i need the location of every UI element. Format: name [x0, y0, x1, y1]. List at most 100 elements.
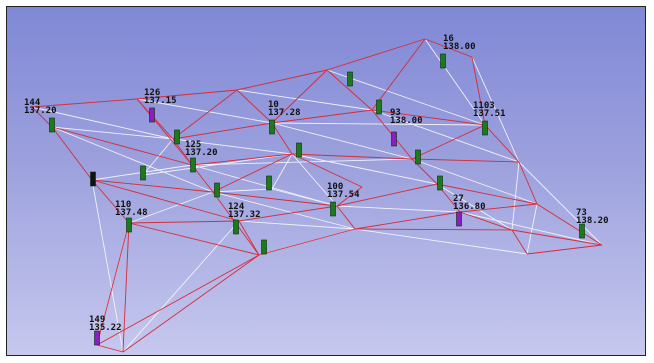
- mesh-edge: [238, 220, 260, 256]
- mesh-edge: [336, 205, 356, 230]
- mesh-edge: [511, 229, 603, 246]
- mesh-edge: [91, 179, 240, 222]
- mesh-edge: [236, 69, 328, 91]
- mesh-stake[interactable]: [140, 165, 146, 181]
- mesh-edge: [291, 153, 363, 188]
- mesh-stake[interactable]: [174, 129, 180, 145]
- mesh-edge-light: [128, 191, 214, 224]
- mesh-edge-light: [471, 56, 520, 163]
- mesh-stake[interactable]: [347, 71, 353, 87]
- mesh-edge: [172, 89, 238, 140]
- mesh-edge: [172, 122, 273, 140]
- mesh-edge-light: [271, 122, 486, 126]
- mesh-edge: [238, 205, 338, 222]
- mesh-edge-light: [291, 153, 338, 207]
- survey-point-110[interactable]: [126, 217, 132, 233]
- survey-point-144[interactable]: [49, 117, 55, 133]
- mesh-edge: [371, 38, 426, 111]
- point-id-label: 124: [228, 202, 245, 212]
- point-elevation-label: 137.28: [268, 108, 301, 118]
- survey-point-16[interactable]: [440, 53, 446, 69]
- survey-point-126[interactable]: [149, 107, 155, 123]
- survey-point-27[interactable]: [456, 211, 462, 227]
- mesh-stake[interactable]: [415, 149, 421, 165]
- mesh-stake[interactable]: [266, 175, 272, 191]
- point-elevation-label: 137.20: [24, 106, 57, 116]
- mesh-edge: [411, 124, 486, 160]
- survey-point-100[interactable]: [330, 201, 336, 217]
- point-elevation-label: 135.22: [89, 323, 122, 333]
- point-id-label: 110: [115, 200, 131, 210]
- survey-point-124[interactable]: [233, 219, 239, 235]
- point-id-label: 16: [443, 34, 454, 44]
- mesh-edge: [424, 38, 473, 58]
- mesh-edge: [336, 186, 363, 207]
- mesh-edge: [271, 109, 373, 124]
- survey-point-73[interactable]: [579, 223, 585, 239]
- mesh-edge-light: [212, 188, 273, 193]
- survey-point-1103[interactable]: [482, 120, 488, 136]
- mesh-edge-light: [459, 211, 603, 246]
- point-id-label: 27: [453, 194, 464, 204]
- mesh-edge: [212, 153, 293, 193]
- survey-point-10[interactable]: [269, 119, 275, 135]
- mesh-edge-light: [191, 158, 413, 166]
- point-elevation-label: 138.20: [576, 216, 609, 226]
- mesh-edge-light: [354, 228, 528, 255]
- mesh-edge: [484, 124, 520, 163]
- mesh-edge-light: [31, 106, 174, 140]
- mesh-edge-light: [142, 153, 293, 176]
- mesh-stake[interactable]: [437, 175, 443, 191]
- mesh-edge: [136, 89, 238, 100]
- mesh-edge: [354, 228, 513, 231]
- point-id-label: 93: [390, 108, 401, 118]
- mesh-stake[interactable]: [296, 142, 302, 158]
- mesh-edge: [336, 183, 438, 207]
- point-elevation-label: 136.80: [453, 202, 486, 212]
- mesh-edge-light: [411, 158, 538, 205]
- point-elevation-label: 137.20: [185, 148, 218, 158]
- mesh-edge: [354, 211, 461, 230]
- mesh-edge: [258, 228, 356, 256]
- survey-point-125[interactable]: [190, 157, 196, 173]
- point-elevation-label: 138.00: [390, 116, 423, 126]
- point-elevation-label: 137.15: [144, 96, 177, 106]
- mesh-edge: [96, 344, 124, 353]
- mesh-edge-light: [518, 161, 603, 246]
- mesh-edge: [271, 69, 328, 124]
- mesh-edge: [96, 222, 130, 346]
- point-id-label: 125: [185, 140, 201, 150]
- mesh-edge: [518, 161, 538, 205]
- mesh-edge-light: [122, 220, 240, 353]
- survey-point-149[interactable]: [94, 330, 100, 346]
- mesh-edge: [31, 106, 53, 128]
- point-id-label: 126: [144, 88, 160, 98]
- mesh-edge-light: [511, 161, 520, 231]
- mesh-stake[interactable]: [214, 182, 220, 198]
- mesh-edge-light: [291, 153, 438, 185]
- mesh-edge: [91, 179, 214, 193]
- point-elevation-label: 137.32: [228, 210, 261, 220]
- mesh-edge: [411, 158, 520, 163]
- mesh-edge-light: [238, 220, 356, 230]
- mesh-edge-light: [212, 191, 356, 230]
- mesh-edge: [128, 220, 240, 224]
- mesh-edge-light: [51, 126, 174, 140]
- point-id-label: 1103: [473, 101, 495, 111]
- mesh-edge-light: [191, 164, 338, 207]
- mesh-stake[interactable]: [90, 171, 96, 187]
- mesh-edge: [471, 56, 486, 126]
- mesh-edge: [291, 153, 413, 160]
- mesh-edge-light: [326, 69, 486, 126]
- survey-point-93[interactable]: [391, 131, 397, 147]
- mesh-edge: [371, 109, 486, 126]
- mesh-stake[interactable]: [261, 239, 267, 255]
- mesh-edge: [191, 153, 293, 166]
- point-elevation-label: 137.54: [327, 190, 360, 200]
- mesh-edge-light: [136, 98, 273, 124]
- mesh-stake[interactable]: [376, 99, 382, 115]
- mesh-edge: [128, 222, 260, 256]
- mesh-edge: [326, 38, 426, 71]
